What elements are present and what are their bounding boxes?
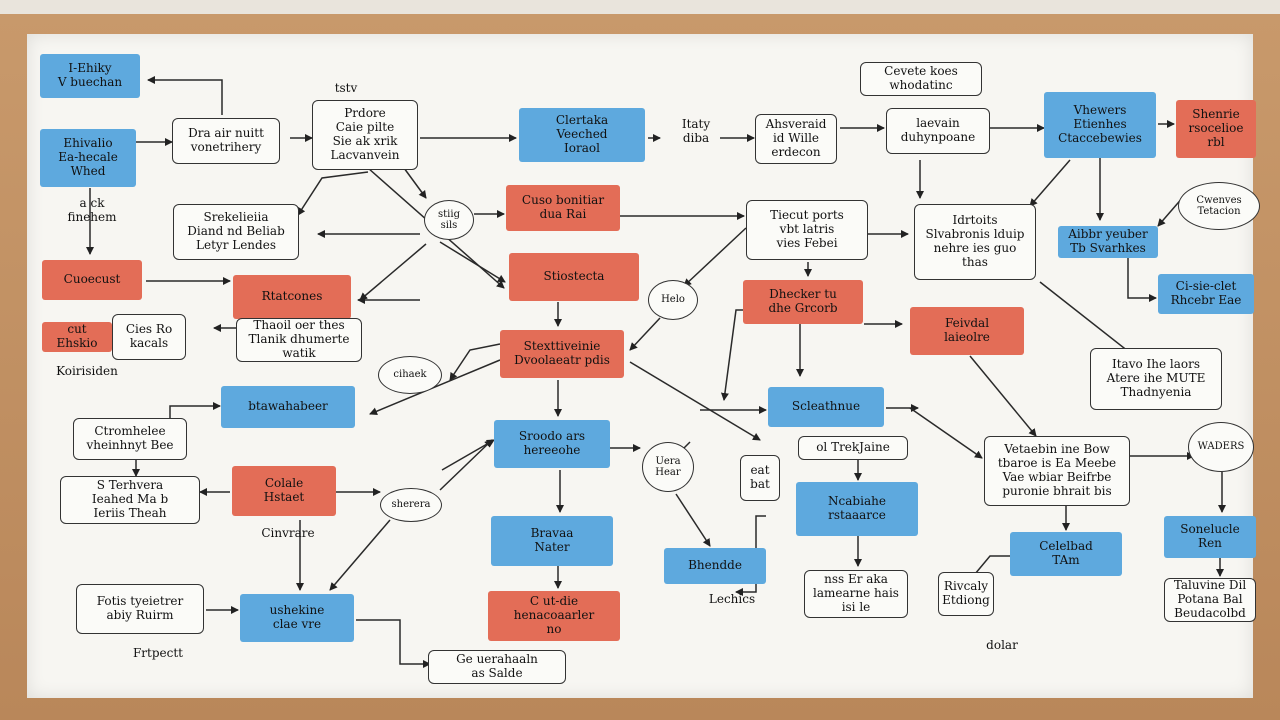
- white-node[interactable]: eat bat: [740, 455, 780, 501]
- blue-node[interactable]: I-Ehiky V buechan: [40, 54, 140, 98]
- blue-node[interactable]: Scleathnue: [768, 387, 884, 427]
- blue-node[interactable]: btawahabeer: [221, 386, 355, 428]
- white-node[interactable]: laevain duhynpoane: [886, 108, 990, 154]
- blue-node[interactable]: Aibbr yeuber Tb Svarhkes: [1058, 226, 1158, 258]
- blue-node[interactable]: Ncabiahe rstaaarce: [796, 482, 918, 536]
- white-node[interactable]: Tiecut ports vbt latris vies Febei: [746, 200, 868, 260]
- white-node[interactable]: Itavo Ihe laors Atere ihe MUTE Thadnyeni…: [1090, 348, 1222, 410]
- wall-background: [0, 0, 1280, 14]
- blue-node[interactable]: ushekine clae vre: [240, 594, 354, 642]
- white-node[interactable]: Prdore Caie pilte Sie ak xrik Lacvanvein: [312, 100, 418, 170]
- white-node[interactable]: Srekelieiia Diand nd Beliab Letyr Lendes: [173, 204, 299, 260]
- white-node[interactable]: Fotis tyeietrer abiy Ruirm: [76, 584, 204, 634]
- white-node[interactable]: Cies Ro kacals: [112, 314, 186, 360]
- text-label: Lechics: [708, 592, 756, 607]
- cloud-node[interactable]: sherera: [380, 488, 442, 522]
- blue-node[interactable]: Clertaka Veeched Ioraol: [519, 108, 645, 162]
- white-node[interactable]: Vetaebin ine Bow tbaroe is Ea Meebe Vae …: [984, 436, 1130, 506]
- blue-node[interactable]: Ehivalio Ea-hecale Whed: [40, 129, 136, 187]
- red-node[interactable]: cut Ehskio: [42, 322, 112, 352]
- text-label: Frtpectt: [132, 646, 184, 661]
- white-node[interactable]: Cevete koes whodatinc: [860, 62, 982, 96]
- white-node[interactable]: Rivcaly Etdiong: [938, 572, 994, 616]
- white-node[interactable]: Thaoil oer thes Tlanik dhumerte watik: [236, 318, 362, 362]
- blue-node[interactable]: Sonelucle Ren: [1164, 516, 1256, 558]
- red-node[interactable]: Stexttiveinie Dvoolaeatr pdis: [500, 330, 624, 378]
- white-node[interactable]: Ctromhelee vheinhnyt Bee: [73, 418, 187, 460]
- blue-node[interactable]: Celelbad TAm: [1010, 532, 1122, 576]
- cloud-node[interactable]: stiig sils: [424, 200, 474, 240]
- text-label: tstv: [334, 81, 358, 96]
- white-node[interactable]: S Terhvera Ieahed Ma b Ieriis Theah: [60, 476, 200, 524]
- blue-node[interactable]: Ci-sie-clet Rhcebr Eae: [1158, 274, 1254, 314]
- blue-node[interactable]: Bravaa Nater: [491, 516, 613, 566]
- red-node[interactable]: Rtatcones: [233, 275, 351, 319]
- red-node[interactable]: C ut-die henacoaarler no: [488, 591, 620, 641]
- cloud-node[interactable]: cihaek: [378, 356, 442, 394]
- cloud-node[interactable]: Helo: [648, 280, 698, 320]
- text-label: Itaty diba: [681, 117, 711, 145]
- cloud-node[interactable]: Uera Hear: [642, 442, 694, 492]
- blue-node[interactable]: Bhendde: [664, 548, 766, 584]
- text-label: Koirisiden: [56, 364, 118, 379]
- red-node[interactable]: Feivdal laieolre: [910, 307, 1024, 355]
- cloud-node[interactable]: Cwenves Tetacion: [1178, 182, 1260, 230]
- white-node[interactable]: ol TrekJaine: [798, 436, 908, 460]
- cloud-node[interactable]: WADERS: [1188, 422, 1254, 472]
- white-node[interactable]: Ahsveraid id Wille erdecon: [755, 114, 837, 164]
- red-node[interactable]: Shenrie rsocelioe rbl: [1176, 100, 1256, 158]
- red-node[interactable]: Cuoecust: [42, 260, 142, 300]
- blue-node[interactable]: Sroodo ars hereeohe: [494, 420, 610, 468]
- text-label: Cinvrare: [261, 526, 315, 541]
- white-node[interactable]: nss Er aka lamearne hais isi le: [804, 570, 908, 618]
- white-node[interactable]: Dra air nuitt vonetrihery: [172, 118, 280, 164]
- white-node[interactable]: Ge uerahaaln as Salde: [428, 650, 566, 684]
- red-node[interactable]: Cuso bonitiar dua Rai: [506, 185, 620, 231]
- red-node[interactable]: Stiostecta: [509, 253, 639, 301]
- blue-node[interactable]: Vhewers Etienhes Ctaccebewies: [1044, 92, 1156, 158]
- text-label: a ck finehem: [67, 196, 117, 224]
- text-label: dolar: [986, 638, 1018, 653]
- red-node[interactable]: Dhecker tu dhe Grcorb: [743, 280, 863, 324]
- white-node[interactable]: Taluvine Dil Potana Bal Beudacolbd: [1164, 578, 1256, 622]
- red-node[interactable]: Colale Hstaet: [232, 466, 336, 516]
- white-node[interactable]: Idrtoits Slvabronis lduip nehre ies guo …: [914, 204, 1036, 280]
